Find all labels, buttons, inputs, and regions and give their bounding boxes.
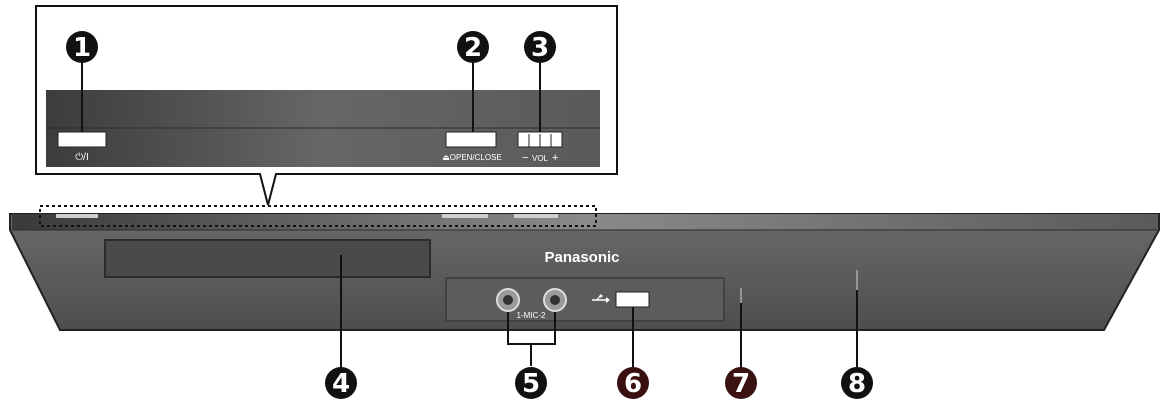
mic-jack-1[interactable] xyxy=(496,288,520,312)
mic-jack-2[interactable] xyxy=(543,288,567,312)
brand-logo: Panasonic xyxy=(544,249,619,266)
callout-4-number: 4 xyxy=(332,369,350,399)
open-close-label: ⏏OPEN/CLOSE xyxy=(442,153,502,162)
usb-port[interactable] xyxy=(615,291,650,308)
callout-3-number: 3 xyxy=(531,33,549,63)
callout-5: 5 xyxy=(515,367,547,399)
callout-8: 8 xyxy=(841,367,873,399)
callout-1-circle xyxy=(66,31,98,63)
callout-2: 2 xyxy=(457,31,489,63)
volume-buttons[interactable]: − VOL + xyxy=(517,131,563,164)
callout-8-circle xyxy=(841,367,873,399)
top-bevel xyxy=(12,214,1158,230)
callout-6-number: 6 xyxy=(624,369,642,399)
callout-1: 1 xyxy=(66,31,98,63)
vol-plus-label: + xyxy=(552,152,558,164)
vol-minus-label: − xyxy=(522,152,528,164)
vol-label: VOL xyxy=(532,154,549,163)
callout-5-circle xyxy=(515,367,547,399)
disc-tray[interactable] xyxy=(104,239,431,278)
callout-4-circle xyxy=(325,367,357,399)
port-panel xyxy=(445,277,725,322)
callout-5-number: 5 xyxy=(522,369,540,399)
callout-3-circle xyxy=(524,31,556,63)
callout-1-number: 1 xyxy=(73,33,91,63)
callout-6-circle xyxy=(617,367,649,399)
open-close-button[interactable]: ⏏OPEN/CLOSE xyxy=(442,131,502,162)
callout-8-number: 8 xyxy=(848,369,866,399)
callout-6: 6 xyxy=(617,367,649,399)
highlight-region xyxy=(39,205,597,227)
callout-7-circle xyxy=(725,367,757,399)
callout-3: 3 xyxy=(524,31,556,63)
callout-2-number: 2 xyxy=(464,33,482,63)
mic-label: 1-MIC-2 xyxy=(517,311,546,320)
usb-icon xyxy=(592,294,610,303)
callout-4: 4 xyxy=(325,367,357,399)
callout-7: 7 xyxy=(725,367,757,399)
power-label: ⏻/I xyxy=(75,152,88,163)
player-body: Panasonic 1-MIC-2 xyxy=(9,205,1160,331)
callout-2-circle xyxy=(457,31,489,63)
callout-7-number: 7 xyxy=(732,369,750,399)
